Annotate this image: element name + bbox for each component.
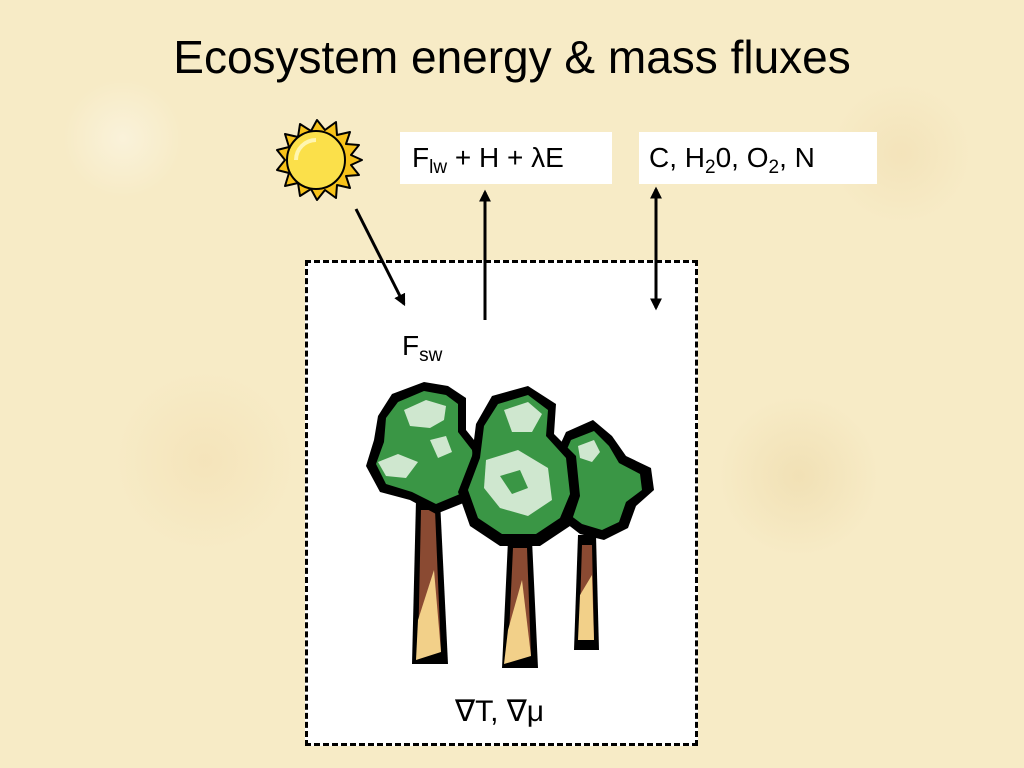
fsw-symbol: F <box>402 330 420 361</box>
ecosystem-boundary-box <box>305 260 698 746</box>
fsw-subscript: sw <box>419 345 443 366</box>
flux-sensible-latent: + H + λE <box>447 142 564 173</box>
mass-part-3: , N <box>779 142 815 173</box>
mass-subscript-1: 2 <box>705 157 716 178</box>
shortwave-flux-label: Fsw <box>402 330 442 365</box>
gradient-label: ∇T, ∇μ <box>455 695 545 728</box>
mass-part-2: 0, O <box>715 142 769 173</box>
sun-icon <box>276 119 363 201</box>
mass-part-1: C, H <box>649 142 705 173</box>
flux-lw-symbol: F <box>412 142 430 173</box>
mass-flux-label: C, H20, O2, N <box>639 132 877 184</box>
flux-lw-subscript: lw <box>429 157 448 178</box>
slide-title: Ecosystem energy & mass fluxes <box>173 31 851 83</box>
mass-subscript-2: 2 <box>768 157 780 178</box>
outgoing-energy-flux-label: Flw + H + λE <box>400 132 612 184</box>
